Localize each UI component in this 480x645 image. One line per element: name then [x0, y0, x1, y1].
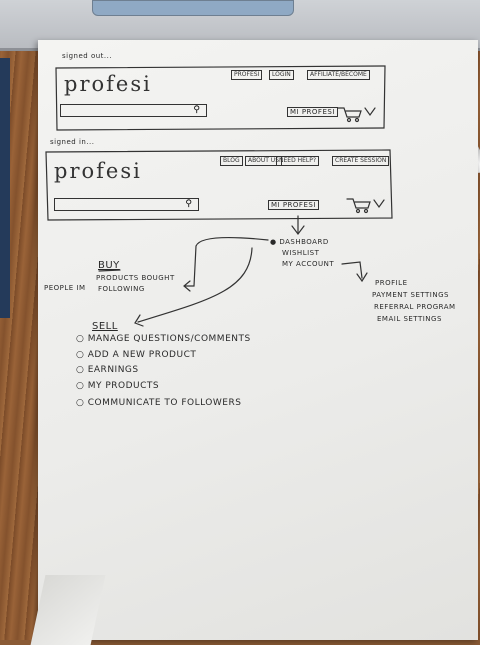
wireframe-signed-out [55, 65, 386, 131]
sell-item-label: MANAGE QUESTIONS/COMMENTS [87, 334, 251, 344]
menu-item-wishlist[interactable]: WISHLIST [282, 249, 320, 257]
search-input-signed-out[interactable]: ⚲ [60, 104, 207, 117]
account-item-referral[interactable]: REFERRAL PROGRAM [374, 303, 456, 311]
nav-link-signed-in-0[interactable]: BLOG [220, 156, 243, 166]
arrow-to-sell [137, 247, 253, 323]
mi-profesi-button-signed-out[interactable]: MI PROFESI [287, 107, 338, 117]
account-item-email[interactable]: EMAIL SETTINGS [377, 315, 442, 323]
search-icon[interactable]: ⚲ [185, 199, 192, 209]
nav-link-signed-out-2[interactable]: AFFILIATE/BECOME [307, 70, 370, 80]
menu-item-label: DASHBOARD [279, 238, 329, 246]
arrow-to-dropdown [291, 215, 305, 235]
account-item-profile[interactable]: PROFILE [375, 279, 408, 287]
nav-link-signed-in-1[interactable]: ABOUT US [245, 156, 283, 166]
search-icon[interactable]: ⚲ [193, 105, 200, 115]
menu-item-dashboard[interactable]: ● DASHBOARD [270, 238, 329, 246]
sell-item-manage-questions[interactable]: ○ MANAGE QUESTIONS/COMMENTS [76, 334, 251, 344]
sell-item-earnings[interactable]: ○ EARNINGS [76, 365, 139, 375]
sell-heading: SELL [92, 321, 118, 332]
logo-signed-in[interactable]: profesi [54, 159, 142, 183]
sell-item-label: EARNINGS [87, 365, 139, 375]
create-session-button[interactable]: CREATE SESSION [332, 156, 390, 166]
laptop-trackpad [92, 0, 294, 16]
paper-sheet [38, 40, 478, 640]
menu-item-my-account[interactable]: MY ACCOUNT [282, 260, 335, 268]
signed-out-label: signed out... [62, 52, 113, 60]
buy-item-products-bought[interactable]: PRODUCTS BOUGHT [96, 274, 175, 282]
sell-item-label: MY PRODUCTS [87, 381, 160, 391]
mi-profesi-button-signed-in[interactable]: MI PROFESI [268, 200, 319, 210]
search-input-signed-in[interactable]: ⚲ [54, 198, 199, 211]
nav-link-signed-out-1[interactable]: LOGIN [269, 70, 294, 80]
sell-item-label: ADD A NEW PRODUCT [87, 350, 197, 360]
arrow-to-account [341, 261, 363, 279]
buy-side-note: PEOPLE IM [44, 284, 86, 292]
arrow-to-buy [184, 236, 269, 287]
nav-link-signed-out-0[interactable]: PROFESI [231, 70, 263, 80]
cart-icon [337, 107, 362, 118]
sell-item-add-product[interactable]: ○ ADD A NEW PRODUCT [76, 350, 197, 360]
account-item-payment[interactable]: PAYMENT SETTINGS [372, 291, 449, 299]
buy-item-following[interactable]: FOLLOWING [98, 285, 145, 293]
notebook-edge [0, 58, 10, 318]
buy-heading: BUY [98, 260, 120, 271]
sell-item-communicate[interactable]: ○ COMMUNICATE TO FOLLOWERS [76, 398, 242, 408]
sell-item-my-products[interactable]: ○ MY PRODUCTS [76, 381, 160, 391]
wireframe-signed-in [45, 149, 393, 221]
signed-in-label: signed in... [50, 138, 95, 146]
cart-icon [346, 198, 371, 209]
nav-link-signed-in-2[interactable]: NEED HELP? [276, 156, 320, 166]
sell-item-label: COMMUNICATE TO FOLLOWERS [87, 398, 242, 408]
logo-signed-out[interactable]: profesi [64, 72, 152, 96]
